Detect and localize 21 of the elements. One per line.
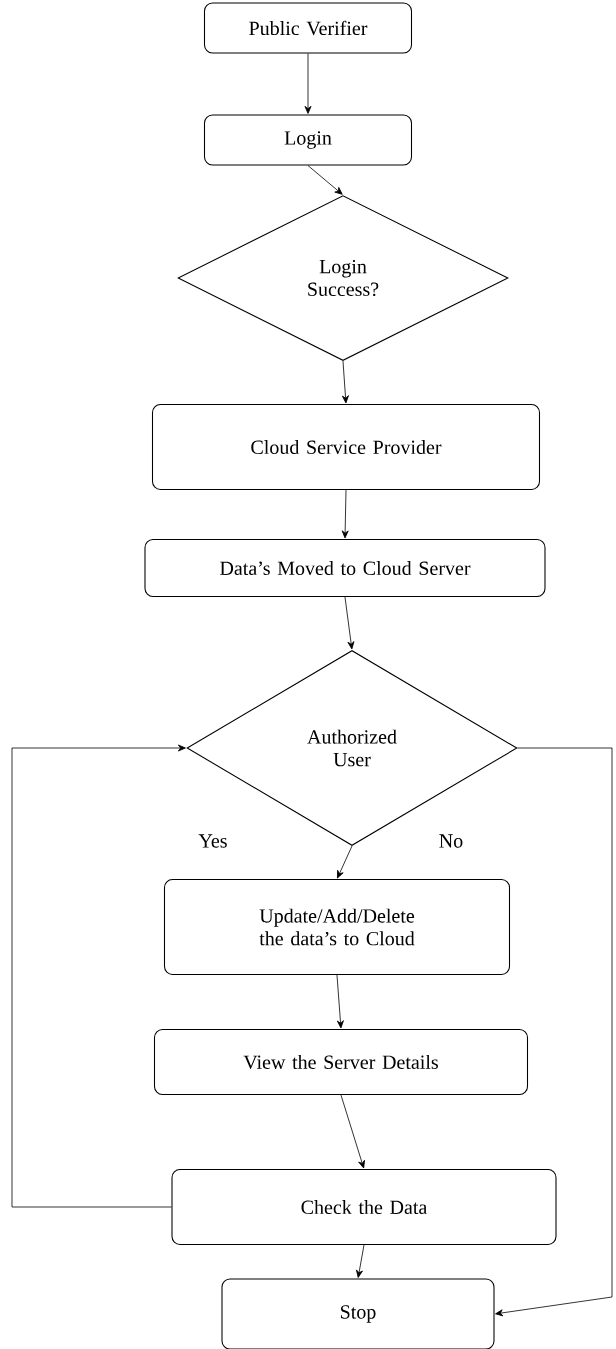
arrow (340, 1094, 365, 1169)
branch-label: No (439, 834, 463, 848)
process-box: Data’s Moved to Cloud Server (144, 538, 546, 598)
arrow (307, 165, 343, 195)
arrow (337, 845, 353, 879)
arrow (11, 744, 186, 1208)
branch-label: Yes (198, 834, 227, 848)
arrow (495, 747, 613, 1317)
process-box: Public Verifier (203, 2, 413, 54)
process-box: Cloud Service Provider (151, 403, 541, 491)
process-box: Check the Data (171, 1168, 557, 1246)
process-box: Update/Add/Delete the data’s to Cloud (163, 878, 511, 976)
arrow (341, 489, 349, 539)
process-box: Stop (221, 1278, 495, 1349)
process-box: Login (203, 114, 413, 166)
arrow (341, 360, 349, 404)
arrow (356, 1244, 365, 1278)
arrow (304, 53, 312, 114)
arrow (344, 596, 355, 650)
arrow (336, 974, 344, 1029)
process-box: View the Server Details (153, 1028, 529, 1096)
